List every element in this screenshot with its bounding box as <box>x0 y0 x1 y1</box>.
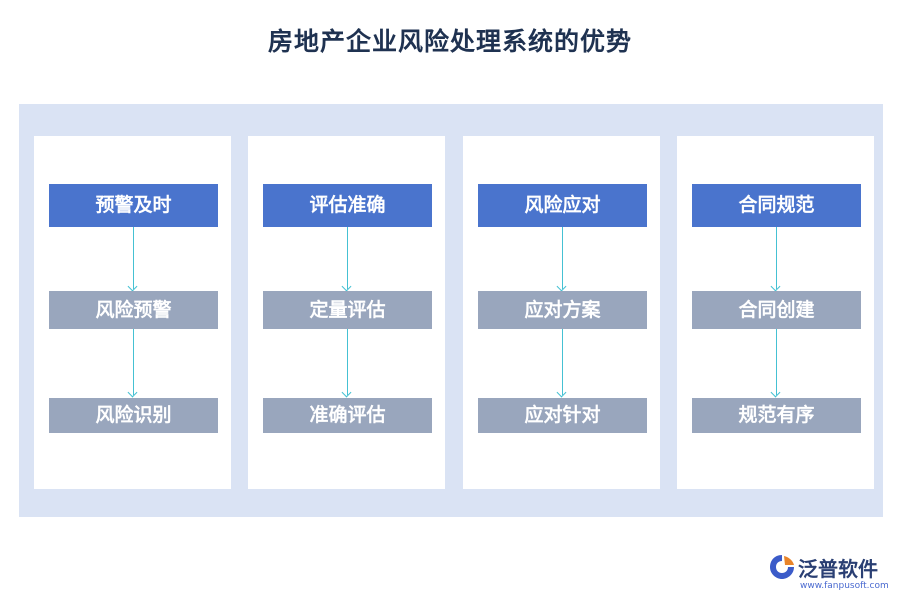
column-4: 合同规范 合同创建 规范有序 <box>677 136 874 489</box>
column-1: 预警及时 风险预警 风险识别 <box>34 136 231 489</box>
arrow-down-icon <box>562 329 563 395</box>
column-2-mid-box: 定量评估 <box>263 291 432 329</box>
arrow-down-icon <box>562 227 563 289</box>
column-2-head-box: 评估准确 <box>263 184 432 227</box>
column-1-head-box: 预警及时 <box>49 184 218 227</box>
arrow-down-icon <box>133 227 134 289</box>
arrow-down-icon <box>133 329 134 395</box>
page-title: 房地产企业风险处理系统的优势 <box>267 27 632 56</box>
logo-url: www.fanpusoft.com <box>800 581 889 591</box>
column-3-mid-box: 应对方案 <box>478 291 647 329</box>
column-2: 评估准确 定量评估 准确评估 <box>248 136 445 489</box>
advantages-panel: 预警及时 风险预警 风险识别 评估准确 定量评估 准确评估 风险应对 应对方案 … <box>19 104 883 517</box>
logo-name: 泛普软件 <box>798 557 878 581</box>
column-3-bottom-box: 应对针对 <box>478 398 647 433</box>
brand-logo: 泛普软件 www.fanpusoft.com <box>768 551 893 596</box>
column-4-head-box: 合同规范 <box>692 184 861 227</box>
logo-icon <box>770 555 794 579</box>
column-2-bottom-box: 准确评估 <box>263 398 432 433</box>
arrow-down-icon <box>776 227 777 289</box>
arrow-down-icon <box>347 227 348 289</box>
column-1-bottom-box: 风险识别 <box>49 398 218 433</box>
arrow-down-icon <box>347 329 348 395</box>
column-4-bottom-box: 规范有序 <box>692 398 861 433</box>
column-4-mid-box: 合同创建 <box>692 291 861 329</box>
column-3: 风险应对 应对方案 应对针对 <box>463 136 660 489</box>
column-1-mid-box: 风险预警 <box>49 291 218 329</box>
arrow-down-icon <box>776 329 777 395</box>
column-3-head-box: 风险应对 <box>478 184 647 227</box>
